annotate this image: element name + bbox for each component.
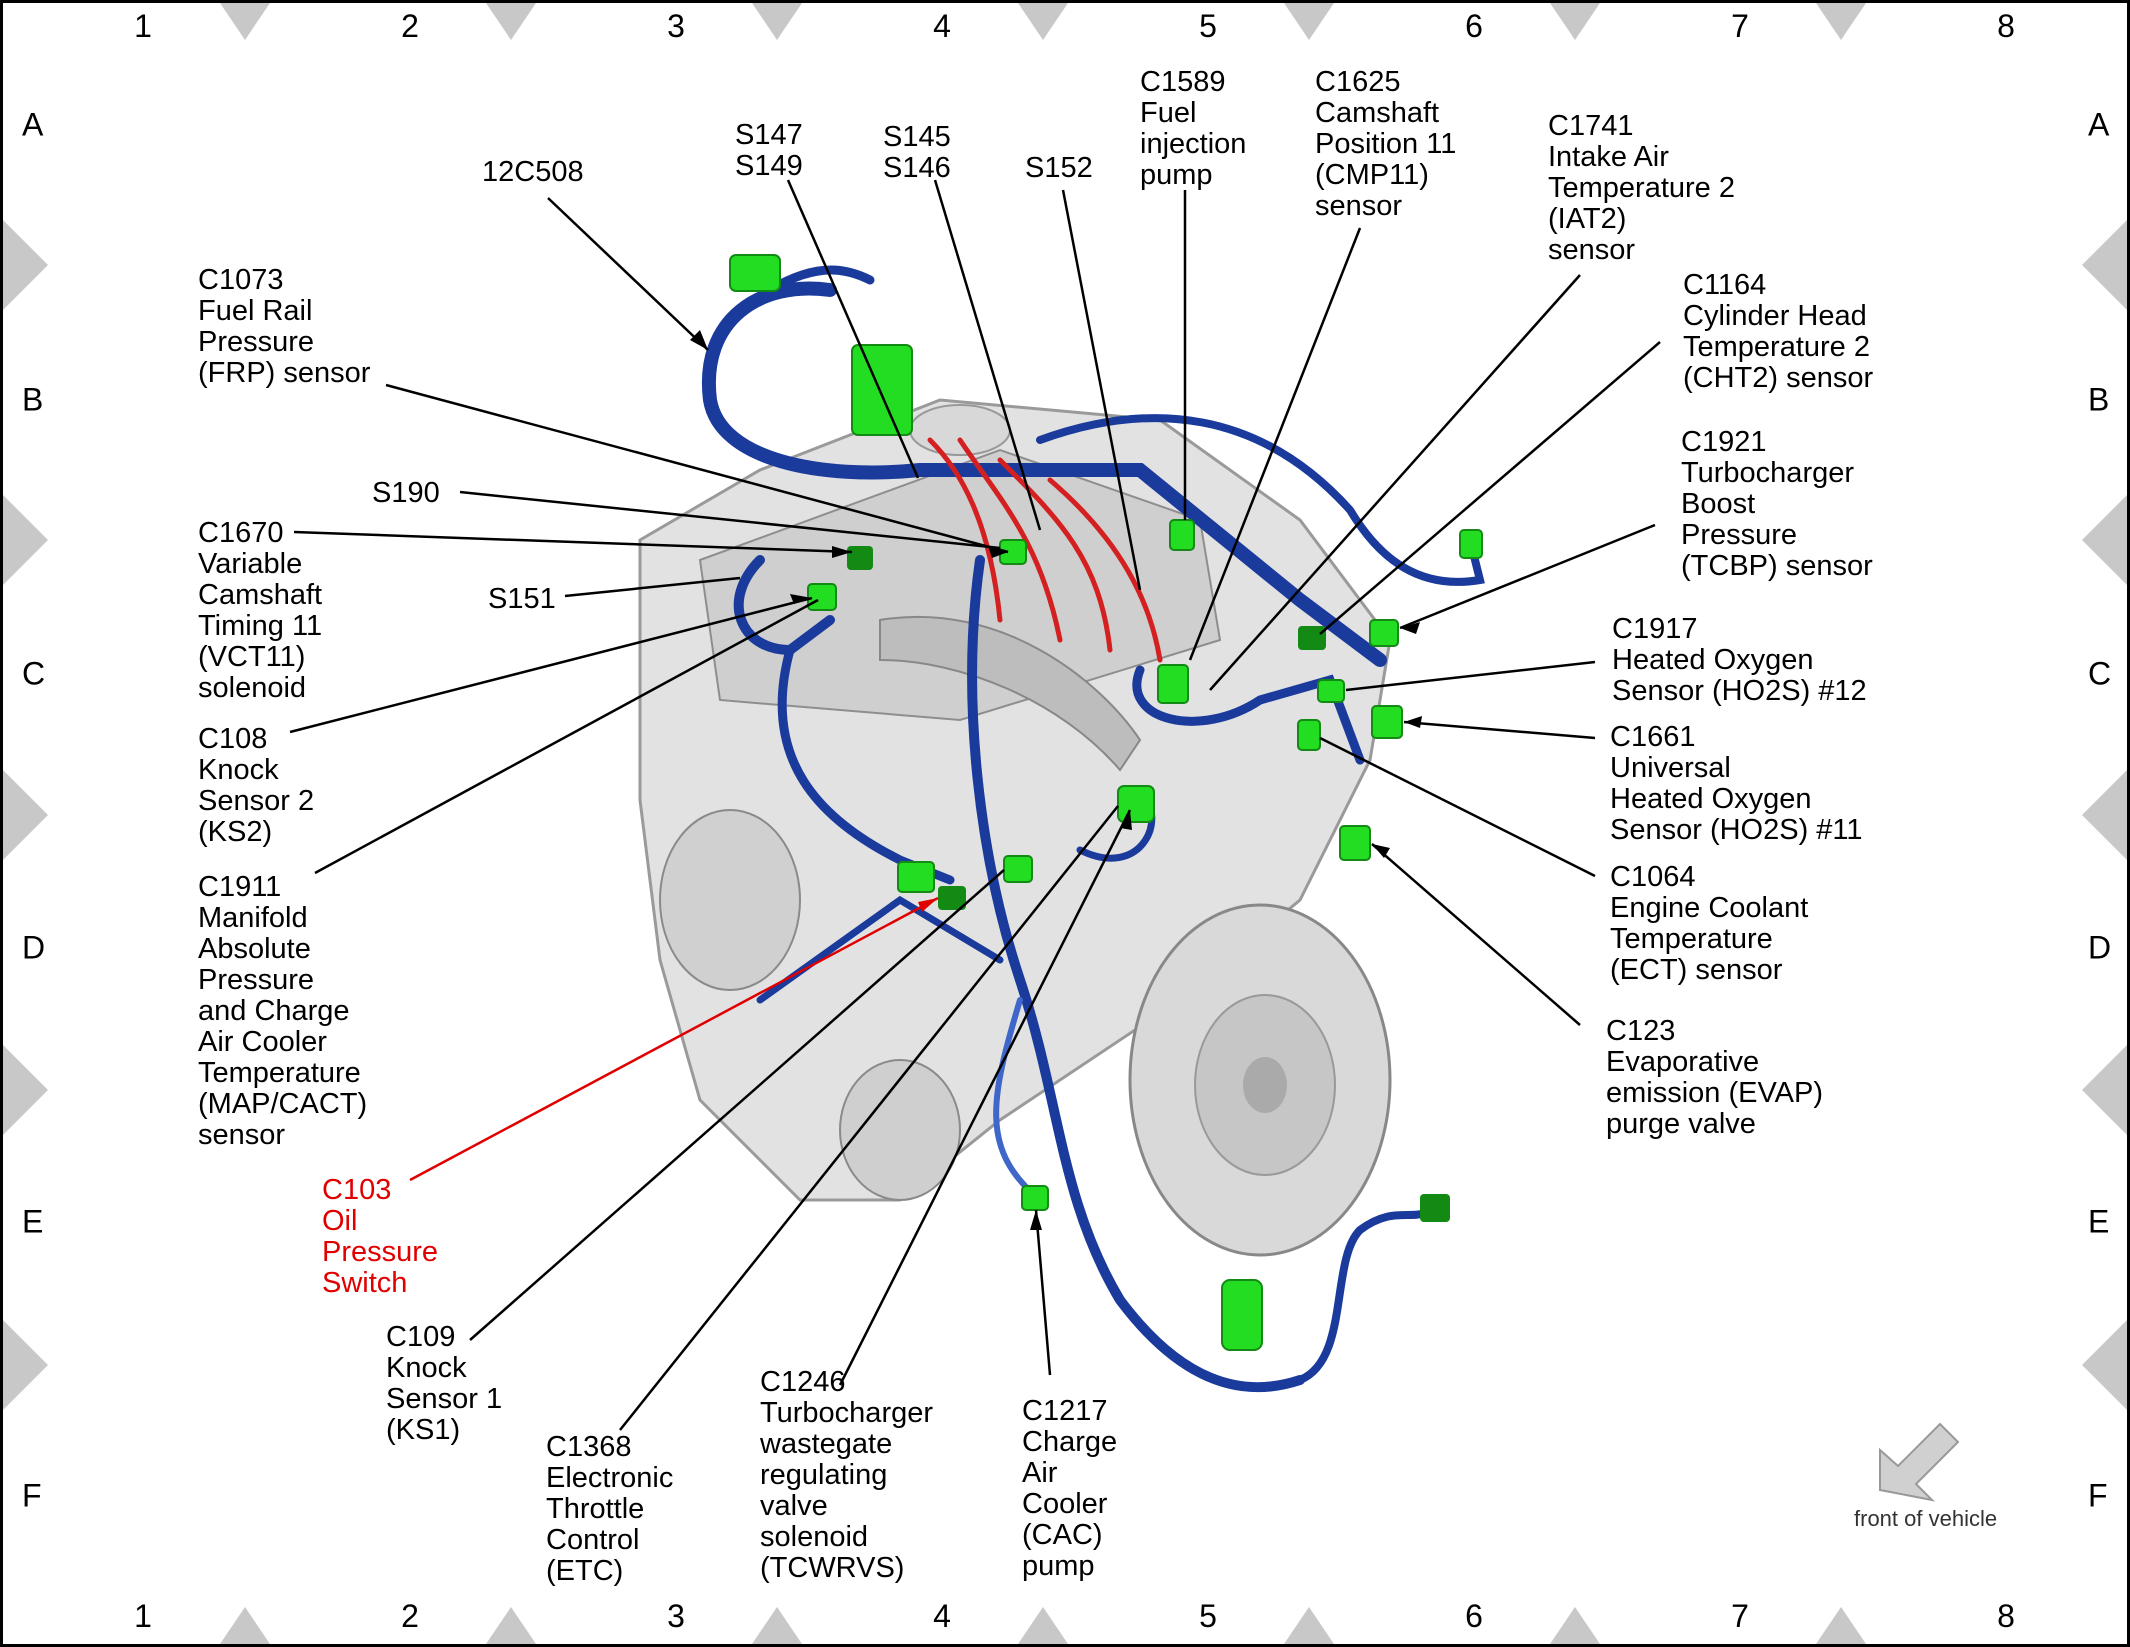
connector-C1164 bbox=[1298, 626, 1326, 650]
grid-row-label: B bbox=[2088, 381, 2110, 418]
connector-C1217 bbox=[1021, 1185, 1049, 1211]
connector-C1064 bbox=[1297, 719, 1321, 751]
connector-evap-end bbox=[1420, 1194, 1450, 1222]
connector-12C508 bbox=[729, 254, 781, 292]
wiring-harness bbox=[701, 265, 1485, 1393]
connector-C1625 bbox=[1157, 664, 1189, 704]
label-C1917: C1917 Heated Oxygen Sensor (HO2S) #12 bbox=[1612, 613, 1867, 707]
grid-row-label: A bbox=[22, 106, 44, 143]
grid-col-label: 5 bbox=[1199, 8, 1217, 44]
grid-col-label: 7 bbox=[1731, 1598, 1749, 1634]
label-C1246: C1246 Turbocharger wastegate regulating … bbox=[760, 1366, 934, 1584]
connectors bbox=[729, 254, 1483, 1351]
connector-C109 bbox=[1003, 855, 1033, 883]
label-S190: S190 bbox=[372, 477, 440, 509]
grid-row-label: E bbox=[2088, 1203, 2110, 1240]
grid-col-label: 1 bbox=[134, 1598, 152, 1634]
grid-row-label: F bbox=[22, 1477, 42, 1514]
connector-C103 bbox=[938, 886, 966, 910]
label-C1921: C1921 Turbocharger Boost Pressure (TCBP)… bbox=[1681, 426, 1873, 582]
grid-col-label: 5 bbox=[1199, 1598, 1217, 1634]
label-C1164: C1164 Cylinder Head Temperature 2 (CHT2)… bbox=[1683, 269, 1874, 394]
connector-C1921 bbox=[1369, 619, 1399, 647]
label-C1064: C1064 Engine Coolant Temperature (ECT) s… bbox=[1610, 861, 1809, 986]
label-C108: C108 Knock Sensor 2 (KS2) bbox=[198, 723, 315, 848]
connector-C1917 bbox=[1317, 679, 1345, 703]
label-C1670: C1670 Variable Camshaft Timing 11 (VCT11… bbox=[198, 517, 323, 704]
connector-C123 bbox=[1339, 825, 1371, 861]
label-C1589: C1589 Fuel injection pump bbox=[1140, 66, 1247, 191]
grid-row-label: D bbox=[2088, 929, 2112, 966]
leader-lines bbox=[289, 179, 1661, 1431]
grid-col-label: 2 bbox=[401, 8, 419, 44]
grid-row-label: C bbox=[2088, 655, 2112, 692]
connector-S147 bbox=[851, 344, 913, 436]
label-C1368: C1368 Electronic Throttle Control (ETC) bbox=[546, 1431, 674, 1587]
engine-block bbox=[638, 398, 1392, 1257]
grid-col-label: 8 bbox=[1997, 8, 2015, 44]
front-of-vehicle-arrow-icon bbox=[1879, 1422, 1960, 1502]
label-C1217: C1217 Charge Air Cooler (CAC) pump bbox=[1022, 1395, 1118, 1582]
grid-row-label: E bbox=[22, 1203, 44, 1240]
label-C1661: C1661 Universal Heated Oxygen Sensor (HO… bbox=[1610, 721, 1863, 846]
connector-C1741 bbox=[1459, 529, 1483, 559]
label-C1625: C1625 Camshaft Position 11 (CMP11) senso… bbox=[1315, 66, 1457, 222]
grid-row-label: D bbox=[22, 929, 46, 966]
grid-markers bbox=[3, 3, 2127, 1644]
grid-col-label: 4 bbox=[933, 1598, 951, 1634]
label-C1741: C1741 Intake Air Temperature 2 (IAT2) se… bbox=[1548, 110, 1735, 266]
label-C1073: C1073 Fuel Rail Pressure (FRP) sensor bbox=[198, 264, 371, 389]
connector-bottom-plug bbox=[1221, 1279, 1263, 1351]
label-S147-S149: S147 S149 bbox=[735, 119, 803, 182]
label-S152: S152 bbox=[1025, 152, 1093, 184]
grid-row-label: B bbox=[22, 381, 44, 418]
grid-col-label: 3 bbox=[667, 1598, 685, 1634]
connector-C1661 bbox=[1371, 705, 1403, 739]
grid-col-label: 3 bbox=[667, 8, 685, 44]
front-of-vehicle-label: front of vehicle bbox=[1854, 1506, 1998, 1531]
connector-C1670 bbox=[847, 546, 873, 570]
grid-col-label: 4 bbox=[933, 8, 951, 44]
grid-col-label: 7 bbox=[1731, 8, 1749, 44]
label-C103-highlight: C103 Oil Pressure Switch bbox=[322, 1174, 439, 1299]
label-S151: S151 bbox=[488, 583, 556, 615]
label-C123: C123 Evaporative emission (EVAP) purge v… bbox=[1606, 1015, 1824, 1140]
grid-col-label: 6 bbox=[1465, 8, 1483, 44]
connector-C1589 bbox=[1169, 519, 1195, 551]
grid-row-label: C bbox=[22, 655, 46, 692]
grid-col-label: 8 bbox=[1997, 1598, 2015, 1634]
grid-col-label: 6 bbox=[1465, 1598, 1483, 1634]
arrowheads bbox=[690, 330, 1422, 1230]
grid-col-label: 2 bbox=[401, 1598, 419, 1634]
grid-row-label: A bbox=[2088, 106, 2110, 143]
connector-C108 bbox=[807, 583, 837, 611]
connector-C1911 bbox=[897, 861, 935, 893]
grid-col-label: 1 bbox=[134, 8, 152, 44]
connector-C1246 bbox=[1117, 785, 1155, 823]
label-12C508: 12C508 bbox=[482, 156, 584, 188]
label-C109: C109 Knock Sensor 1 (KS1) bbox=[386, 1321, 503, 1446]
label-C1911: C1911 Manifold Absolute Pressure and Cha… bbox=[198, 871, 368, 1151]
grid-row-label: F bbox=[2088, 1477, 2108, 1514]
label-S145-S146: S145 S146 bbox=[883, 121, 951, 184]
